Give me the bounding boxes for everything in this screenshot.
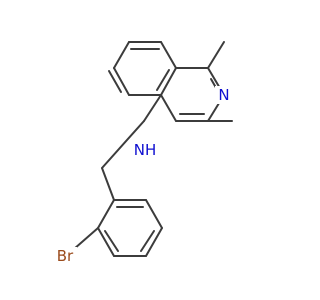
- bond: [113, 67, 130, 96]
- bond: [140, 230, 155, 252]
- amine-nitrogen: NH: [132, 141, 162, 159]
- amine-nitrogen-label: NH: [134, 141, 157, 159]
- label-background: [132, 141, 162, 159]
- bond: [101, 167, 115, 201]
- bond: [97, 227, 115, 257]
- bond: [156, 69, 170, 91]
- bond: [101, 120, 145, 169]
- molecule-diagram: N NH Br: [53, 41, 233, 265]
- ring-nitrogen-label: N: [218, 86, 229, 104]
- atom-layer: N NH Br: [53, 86, 233, 265]
- bond: [104, 230, 119, 252]
- bond: [108, 70, 122, 93]
- bond: [113, 41, 130, 69]
- label-background: [215, 86, 233, 104]
- bond: [145, 199, 163, 229]
- bond: [160, 41, 177, 69]
- bond: [145, 227, 163, 257]
- bond: [143, 94, 162, 122]
- bond: [160, 94, 177, 122]
- bond: [97, 199, 115, 229]
- structure-canvas: N NH Br: [53, 41, 233, 265]
- bromine-label: Br: [57, 247, 74, 265]
- ring-nitrogen: N: [215, 86, 233, 104]
- bond: [160, 67, 177, 96]
- bond: [207, 41, 225, 69]
- bromine-atom: Br: [53, 247, 77, 265]
- label-background: [53, 247, 77, 265]
